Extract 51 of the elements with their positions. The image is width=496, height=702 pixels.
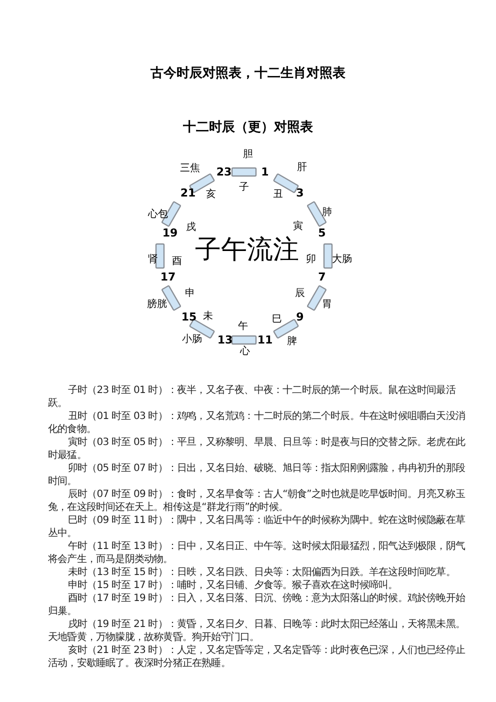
- ring-label: 膀胱: [147, 300, 167, 310]
- text-paragraph: 卯时（05 时至 07 时）：日出，又名日始、破晓、旭日等：指太阳刚刚露脸，冉冉初升的那段时间。: [48, 462, 466, 488]
- text-paragraph: 亥时（21 时至 23 时）：人定，又名定昏等定，又名定昏等：此时夜色已深，人们也已经停止活动，安歇睡眠了。夜深时分猪正在熟睡。: [48, 644, 466, 670]
- ring-label: 寅: [293, 222, 303, 232]
- ring-label: 辰: [295, 289, 305, 299]
- hour-number: 15: [181, 312, 197, 322]
- text-paragraph: 子时（23 时至 01 时）：夜半，又名子夜、中夜：十二时辰的第一个时辰。鼠在这时间最活跃。: [48, 384, 457, 410]
- ring-label: 三焦: [180, 164, 200, 174]
- text-paragraph: 巳时（09 时至 11 时）：隅中，又名日禺等：临近中午的时候称为隅中。蛇在这时候隐蔽在草丛中。: [48, 514, 466, 540]
- ring-label: 肝: [297, 163, 307, 173]
- text-paragraph: 酉时（17 时至 19 时）：日入，又名日落、日沉、傍晚：意为太阳落山的时候。鸡於傍晚开始归巢。: [48, 592, 466, 618]
- ring-label: 卯: [306, 255, 316, 265]
- text-paragraph: 未时（13 时至 15 时）：日昳，又名日跌、日央等：太阳偏西为日跌。羊在这段时间吃草。: [67, 566, 456, 579]
- hour-number: 9: [296, 312, 304, 322]
- hour-number: 11: [257, 334, 273, 346]
- ring-label: 心: [240, 347, 250, 357]
- text-paragraph: 寅时（03 时至 05 时）：平旦，又称黎明、早晨、日旦等：时是夜与日的交替之际。老虎在此时最猛。: [48, 436, 466, 462]
- chart-heading: 十二时辰（更）对照表: [183, 119, 313, 137]
- text-paragraph: 辰时（07 时至 09 时）：食时，又名早食等：古人“朝食”之时也就是吃早饭时间。月亮又称玉兔，在这段时间还在天上。相传这是“群龙行雨”的时候。: [48, 488, 466, 514]
- hour-number: 7: [318, 272, 326, 282]
- ring-label: 午: [238, 322, 248, 332]
- ring-label: 肺: [322, 208, 332, 218]
- ring-label: 巳: [272, 315, 282, 325]
- text-paragraph: 申时（15 时至 17 时）：哺时，又名日铺、夕食等。猴子喜欢在这时候啼叫。: [67, 579, 399, 592]
- hour-number: 17: [160, 272, 176, 282]
- ring-label: 小肠: [182, 335, 202, 345]
- ring-label: 未: [203, 312, 213, 322]
- hour-number: 23: [216, 166, 232, 178]
- text-paragraph: 丑时（01 时至 03 时）：鸡鸣，又名荒鸡：十二时辰的第二个时辰。牛在这时候咀嚼白天没消化的食物。: [48, 410, 466, 436]
- hour-number: 5: [318, 228, 326, 238]
- hour-number: 1: [261, 166, 269, 178]
- center-title: 子午流注: [195, 237, 299, 263]
- hour-number: 13: [217, 334, 233, 346]
- ring-label: 酉: [172, 257, 182, 267]
- ring-label: 子: [239, 183, 249, 193]
- ring-label: 申: [185, 289, 195, 299]
- ring-label: 戌: [186, 223, 196, 233]
- ring-label: 亥: [206, 190, 216, 200]
- hour-number: 21: [180, 188, 196, 198]
- hour-number: 19: [162, 228, 178, 238]
- ring-label: 脾: [287, 337, 297, 347]
- text-paragraph: 午时（11 时至 13 时）：日中，又名日正、中午等。这时候太阳最猛烈，阳气达到极限，阴气将会产生，而马是阴类动物。: [48, 540, 466, 566]
- ring-label: 心包: [148, 210, 168, 220]
- page-title: 古今时辰对照表，十二生肖对照表: [150, 65, 346, 83]
- ring-label: 肾: [148, 255, 158, 265]
- ring-label: 丑: [273, 190, 283, 200]
- ring-label: 胆: [243, 150, 253, 160]
- text-paragraph: 戌时（19 时至 21 时）：黄昏，又名日夕、日暮、日晚等：此时太阳已经落山，天将黑未黑。天地昏黄，万物朦胧，故称黄昏。狗开始守门口。: [48, 618, 466, 644]
- ring-label: 大肠: [332, 255, 352, 265]
- hour-number: 3: [296, 188, 304, 198]
- ring-label: 胃: [322, 300, 332, 310]
